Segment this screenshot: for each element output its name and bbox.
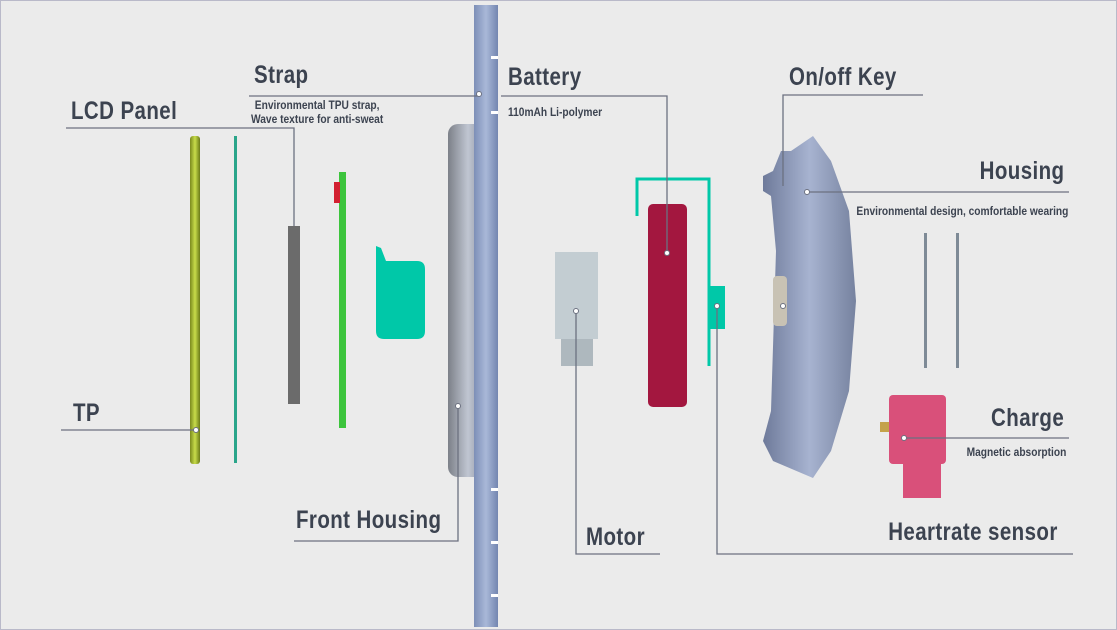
- tp-label: TP: [73, 399, 101, 427]
- strap-desc-line1: Environmental TPU strap,: [254, 98, 380, 112]
- heartrate-sensor-label: Heartrate sensor: [888, 518, 1058, 546]
- housing-part: [763, 136, 856, 478]
- motor-label: Motor: [586, 523, 645, 551]
- strap-part: [288, 226, 300, 404]
- battery-label: Battery: [508, 63, 582, 91]
- strap-band: [474, 5, 498, 627]
- housing-description: Environmental design, comfortable wearin…: [856, 204, 1068, 218]
- charge-description: Magnetic absorption: [966, 445, 1066, 459]
- lcd-panel-part: [190, 136, 200, 464]
- battery-description: 110mAh Li-polymer: [508, 105, 603, 119]
- onoff-key-label: On/off Key: [789, 63, 897, 91]
- strap-desc-line2: Wave texture for anti-sweat: [251, 112, 384, 126]
- pcb-part: [339, 172, 346, 428]
- pcb-chip: [334, 182, 340, 203]
- lcd-panel-label: LCD Panel: [71, 97, 178, 125]
- charge-label: Charge: [990, 404, 1064, 432]
- teal-bracket-part: [376, 246, 425, 339]
- charge-part: [889, 395, 946, 464]
- housing-label: Housing: [979, 157, 1064, 185]
- battery-part: [648, 204, 687, 407]
- strap-label: Strap: [254, 61, 309, 89]
- strap-description: Environmental TPU strap,Wave texture for…: [251, 98, 383, 126]
- front-housing-label: Front Housing: [296, 506, 442, 534]
- leader-lines: [61, 94, 1073, 555]
- tp-part: [234, 136, 237, 463]
